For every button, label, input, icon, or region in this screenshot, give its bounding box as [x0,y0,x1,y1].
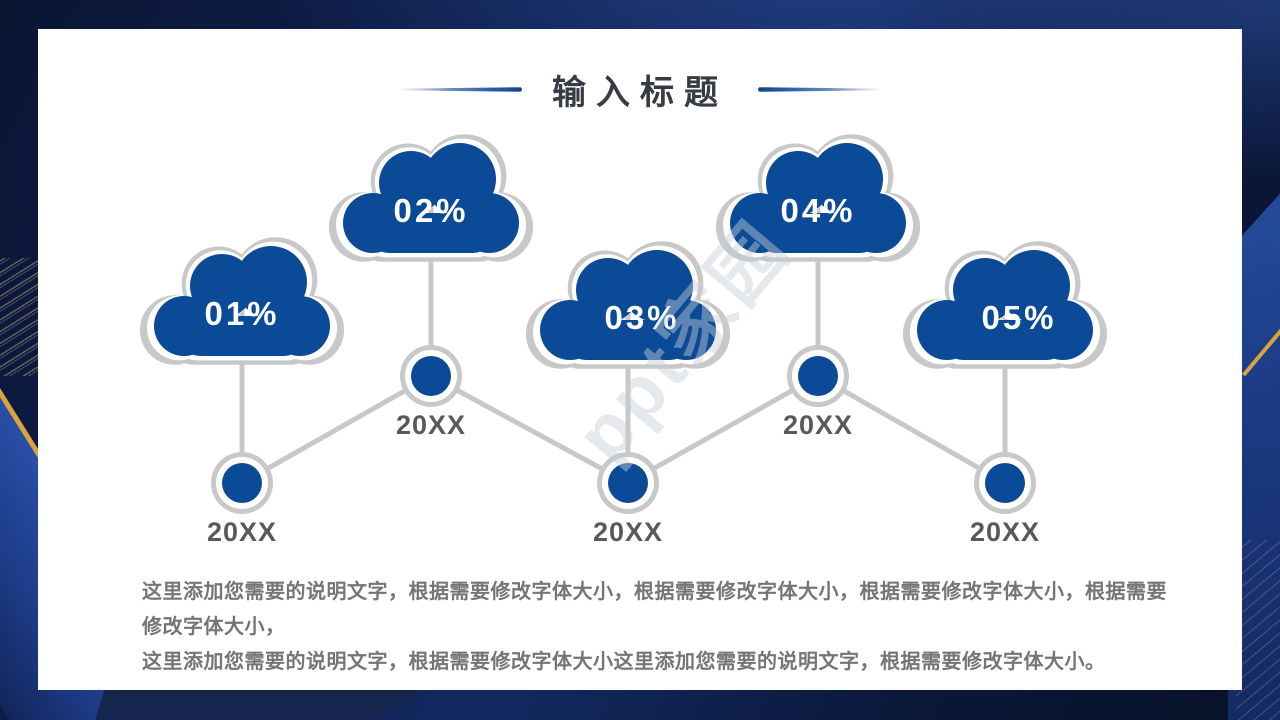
page-title: 输入标题 [552,74,728,112]
cloud-icon: 02% [327,133,535,263]
cloud-icon: 04% [714,133,922,263]
cloud-percent-label: 02% [393,192,468,229]
background-right-stripes [1236,540,1280,720]
timeline-node [608,463,648,503]
cloud-timeline-diagram: ppt家园 01% 20XX 02% 20XX 03% 20XX [38,29,1242,690]
cloud-icon: 03% [524,240,732,370]
title-decor-line-left [402,87,522,92]
year-label: 20XX [206,517,278,547]
description-line: 这里添加您需要的说明文字，根据需要修改字体大小，根据需要修改字体大小，根据需要修… [142,581,1167,638]
timeline-node [222,463,262,503]
title-row: 输入标题 [38,65,1242,114]
cloud-percent-label: 04% [780,192,855,229]
cloud-icon: 05% [901,240,1109,370]
background-bottom-panel [95,688,430,720]
cloud-percent-label: 03% [604,299,679,336]
title-decor-line-right [758,87,878,92]
year-label: 20XX [592,517,664,547]
timeline-node [411,356,451,396]
year-label: 20XX [969,517,1041,547]
description-line: 这里添加您需要的说明文字，根据需要修改字体大小这里添加您需要的说明文字，根据需要… [142,651,1106,673]
cloud-percent-label: 01% [204,295,279,332]
cloud-percent-label: 05% [981,299,1056,336]
description-text: 这里添加您需要的说明文字，根据需要修改字体大小，根据需要修改字体大小，根据需要修… [142,575,1186,680]
timeline-node [985,463,1025,503]
cloud-icon: 01% [138,236,346,366]
content-card: 输入标题 ppt家园 01% 20XX 02% 20XX [38,29,1242,690]
year-label: 20XX [782,410,854,440]
timeline-node [798,356,838,396]
year-label: 20XX [395,410,467,440]
